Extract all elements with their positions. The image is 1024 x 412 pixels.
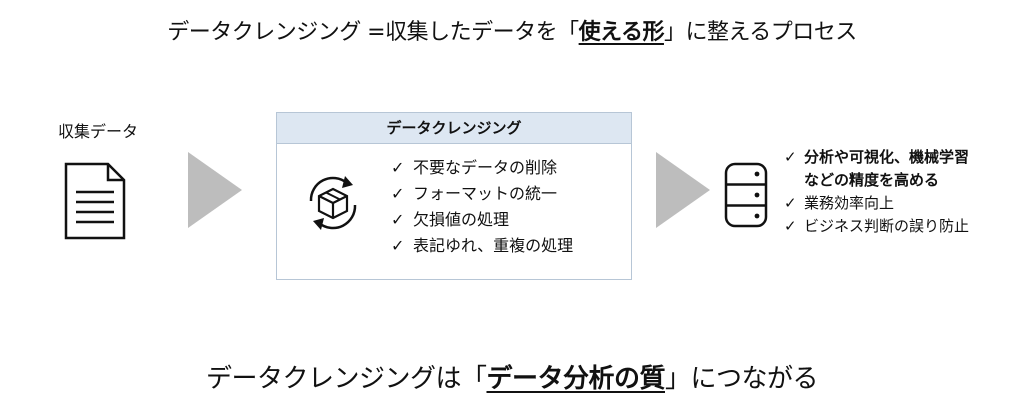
check-icon: ✓ — [784, 148, 797, 166]
bottom-message: データクレンジングは「データ分析の質」につながる — [0, 358, 1024, 395]
database-icon — [724, 162, 768, 228]
cycle-box-icon — [309, 176, 357, 230]
bottom-emphasis: データ分析の質 — [486, 364, 665, 394]
bottom-suffix: 」につながる — [665, 364, 819, 394]
check-icon: ✓ — [391, 236, 405, 255]
check-icon: ✓ — [784, 194, 797, 212]
flow-arrow-1 — [188, 152, 242, 228]
result-list: ✓分析や可視化、機械学習などの精度を高める ✓業務効率向上 ✓ビジネス判断の誤り… — [784, 146, 969, 238]
check-icon: ✓ — [391, 158, 405, 177]
list-item: ✓表記ゆれ、重複の処理 — [391, 233, 573, 259]
bottom-prefix: データクレンジングは「 — [205, 364, 487, 394]
list-item: ✓ビジネス判断の誤り防止 — [784, 215, 969, 238]
process-steps: ✓不要なデータの削除 ✓フォーマットの統一 ✓欠損値の処理 ✓表記ゆれ、重複の処… — [391, 155, 573, 259]
title-emphasis: 使える形 — [578, 20, 665, 45]
input-label: 収集データ — [58, 122, 139, 141]
document-icon — [64, 162, 126, 240]
flow-arrow-2 — [656, 152, 710, 228]
page-title: データクレンジング =収集したデータを「使える形」に整えるプロセス — [0, 14, 1024, 46]
check-icon: ✓ — [784, 217, 797, 235]
list-item: ✓欠損値の処理 — [391, 207, 573, 233]
list-item: ✓フォーマットの統一 — [391, 181, 573, 207]
check-icon: ✓ — [391, 184, 405, 203]
list-item: ✓不要なデータの削除 — [391, 155, 573, 181]
title-prefix: データクレンジング =収集したデータを「 — [167, 20, 579, 45]
list-item: ✓業務効率向上 — [784, 192, 969, 215]
check-icon: ✓ — [391, 210, 405, 229]
list-item: ✓分析や可視化、機械学習などの精度を高める — [784, 148, 970, 189]
process-box: データクレンジング ✓不要なデータの削除 ✓フォーマットの統一 ✓欠損値の処理 … — [276, 112, 632, 280]
title-suffix: 」に整えるプロセス — [663, 20, 857, 45]
process-header: データクレンジング — [277, 113, 631, 144]
